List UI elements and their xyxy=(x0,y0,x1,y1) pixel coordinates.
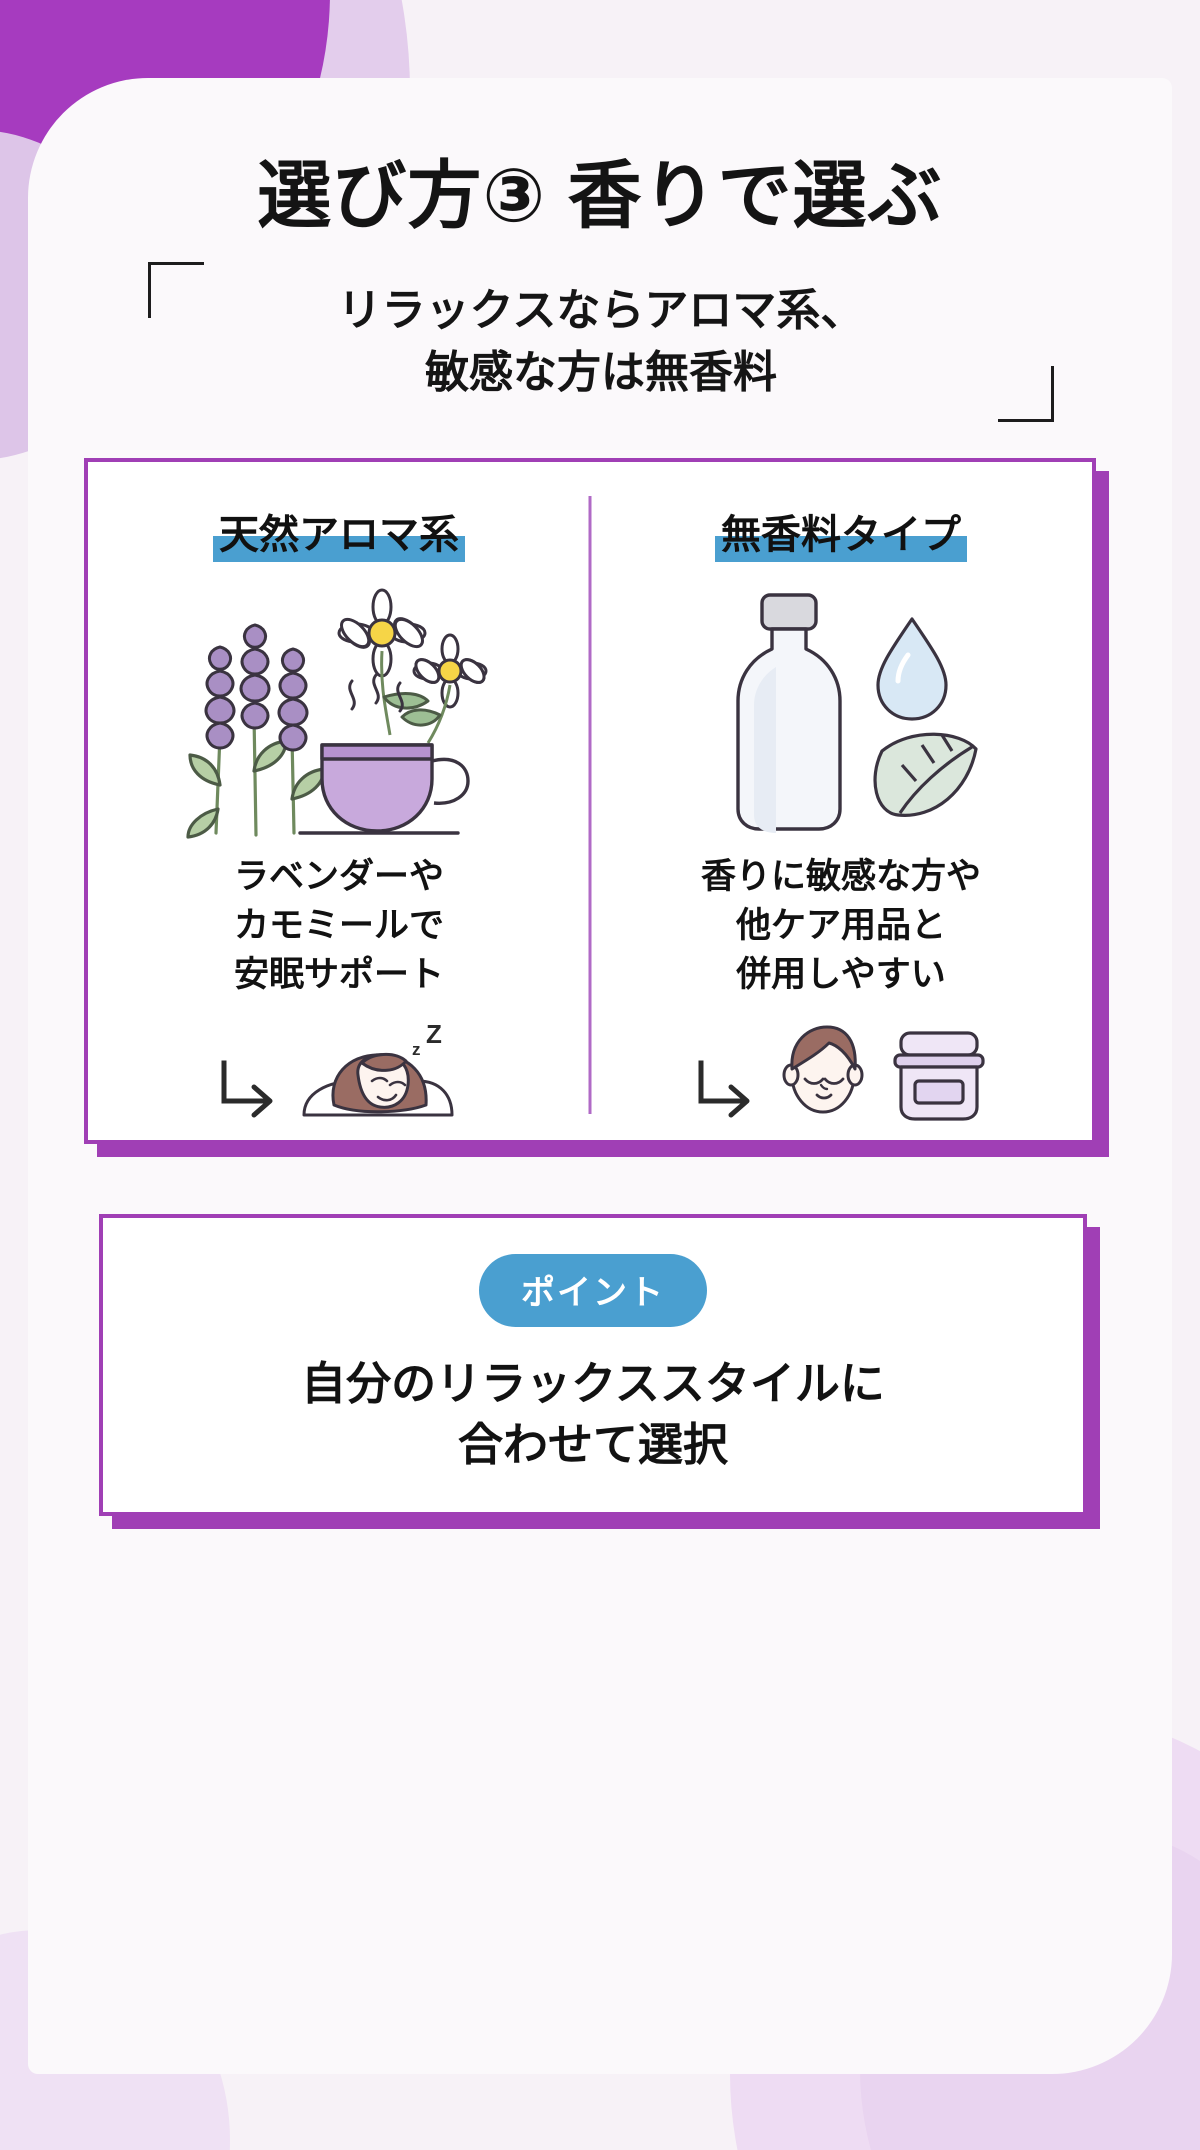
subtitle-line-2: 敏感な方は無香料 xyxy=(425,348,777,398)
point-badge: ポイント xyxy=(479,1254,707,1327)
column-right-line-3: 併用しやすい xyxy=(736,955,946,994)
page-title: 選び方③ 香りで選ぶ xyxy=(257,154,943,237)
column-right-line-1: 香りに敏感な方や xyxy=(700,857,981,896)
column-right-footer xyxy=(693,1013,989,1123)
column-text-right: 香りに敏感な方や 他ケア用品と 併用しやすい xyxy=(701,852,981,999)
point-line-2: 合わせて選択 xyxy=(457,1419,728,1471)
arrow-hook-icon xyxy=(221,1060,273,1118)
subtitle-text: リラックスならアロマ系、 敏感な方は無香料 xyxy=(148,280,1054,405)
bracket-top-left-icon xyxy=(148,262,204,318)
column-divider xyxy=(588,496,592,1114)
calm-face-icon xyxy=(782,1025,864,1114)
column-header-left: 天然アロマ系 xyxy=(213,502,465,564)
cream-jar-icon xyxy=(893,1031,985,1121)
lavender-chamomile-tea-illustration xyxy=(174,582,504,848)
column-left-line-3: 安眠サポート xyxy=(233,955,444,994)
svg-text:z: z xyxy=(412,1040,421,1059)
subtitle-block: リラックスならアロマ系、 敏感な方は無香料 xyxy=(148,262,1054,422)
column-header-right: 無香料タイプ xyxy=(715,502,967,564)
column-text-left: ラベンダーや カモミールで 安眠サポート xyxy=(234,852,444,999)
column-left-line-2: カモミールで xyxy=(233,906,444,945)
column-left-footer: Z z xyxy=(216,1013,462,1123)
svg-text:Z: Z xyxy=(426,1019,442,1049)
point-card: ポイント 自分のリラックススタイルに 合わせて選択 xyxy=(99,1214,1087,1516)
column-natural-aroma: 天然アロマ系 xyxy=(88,462,590,1140)
arrow-hook-icon xyxy=(698,1060,750,1118)
column-left-line-1: ラベンダーや xyxy=(233,857,444,896)
sleeping-woman-icon: Z z xyxy=(302,1019,454,1117)
column-right-line-2: 他ケア用品と xyxy=(735,906,946,945)
bracket-bottom-right-icon xyxy=(998,366,1054,422)
point-line-1: 自分のリラックススタイルに xyxy=(301,1358,885,1409)
column-fragrance-free: 無香料タイプ xyxy=(590,462,1092,1140)
bottle-droplet-leaf-illustration xyxy=(676,582,1006,848)
subtitle-line-1: リラックスならアロマ系、 xyxy=(337,286,865,335)
comparison-card: 天然アロマ系 xyxy=(84,458,1096,1144)
point-text: 自分のリラックススタイルに 合わせて選択 xyxy=(301,1353,885,1475)
